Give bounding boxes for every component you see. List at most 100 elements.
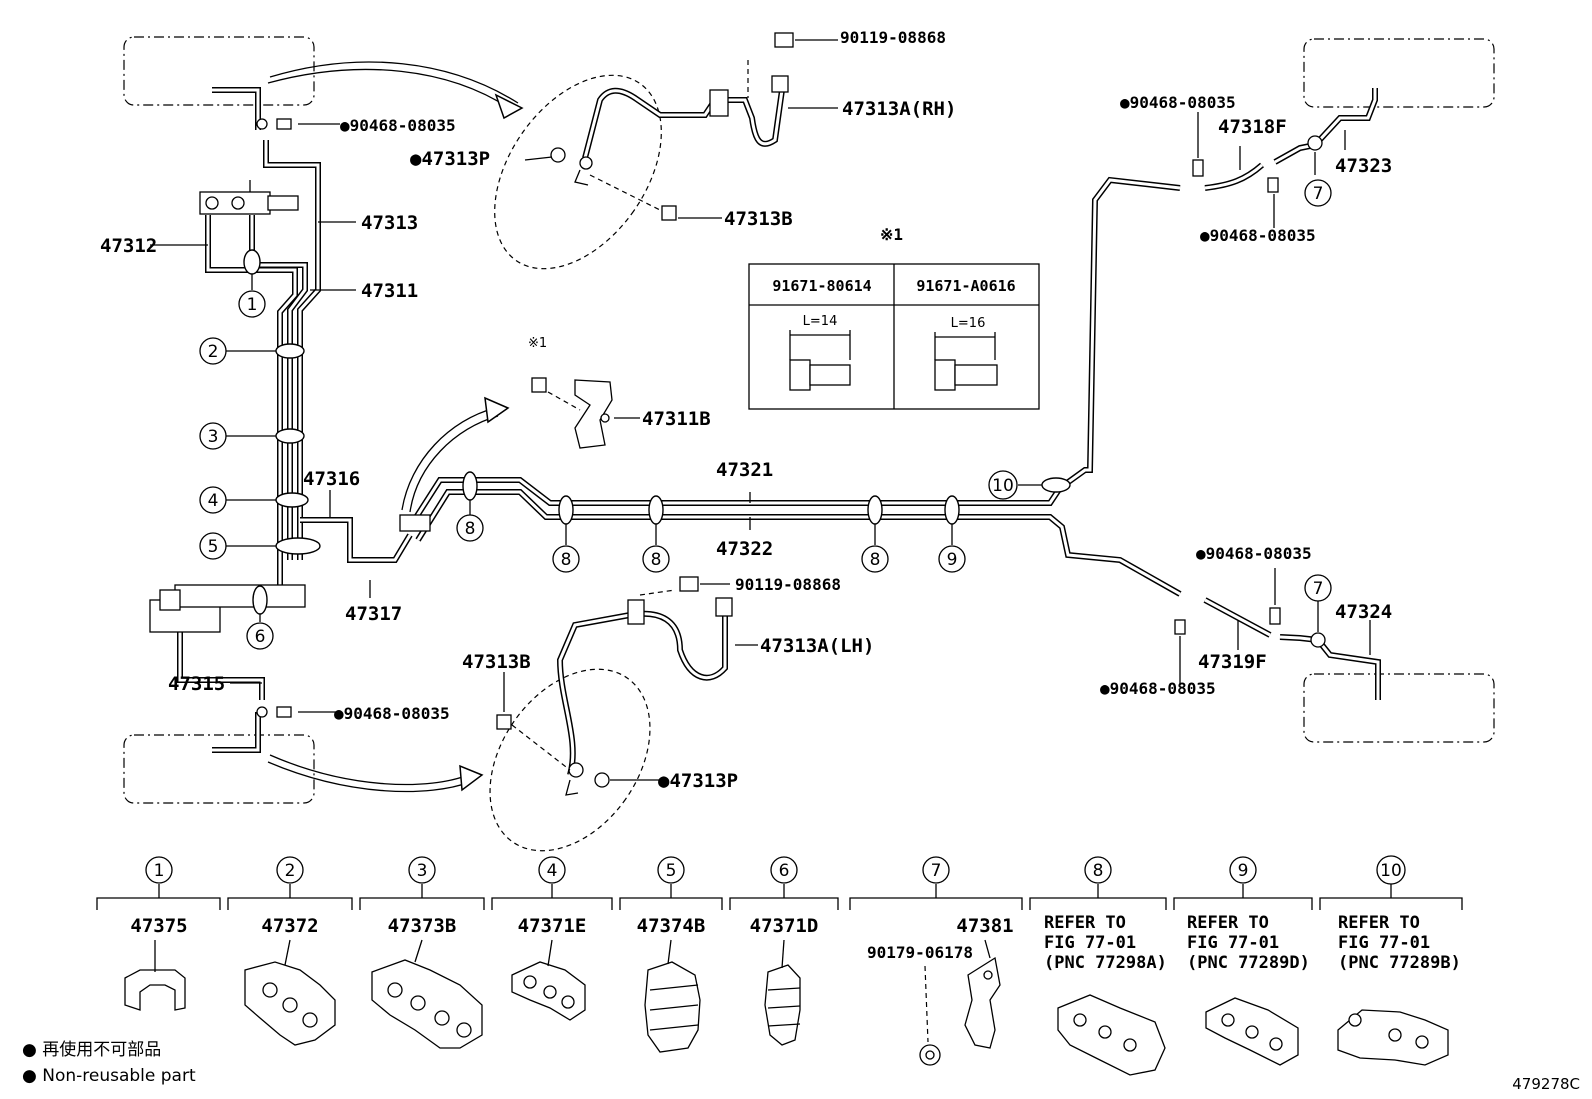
label-note1-bolt: ※1 bbox=[528, 336, 547, 351]
clamp-8 bbox=[648, 495, 664, 525]
clamp-8 bbox=[867, 495, 883, 525]
legend-part-90179: 90179-06178 bbox=[867, 943, 973, 962]
legend-part-47374B: 47374B bbox=[637, 915, 706, 937]
legend-ref-10-line2: FIG 77-01 bbox=[1338, 933, 1430, 953]
label-90468-rr-bot: ●90468-08035 bbox=[1200, 226, 1316, 245]
bottom-parts-legend: 1 2 3 4 5 6 7 8 9 10 47375 47372 47373B … bbox=[96, 855, 1463, 1076]
front-right-line-end bbox=[212, 87, 261, 130]
label-90119-bot: 90119-08868 bbox=[735, 575, 841, 594]
legend-ref-9-line2: FIG 77-01 bbox=[1187, 933, 1279, 953]
clamp-2 bbox=[275, 343, 305, 359]
legend-callout-7: 7 bbox=[922, 856, 950, 884]
front-left-line-end bbox=[212, 712, 261, 753]
label-47324: 47324 bbox=[1335, 601, 1392, 623]
svg-text:1: 1 bbox=[154, 861, 165, 881]
legend-callout-4: 4 bbox=[538, 856, 566, 884]
label-90468-fl: ●90468-08035 bbox=[334, 704, 450, 723]
bolt-table: 91671-80614 91671-A0616 L=14 L=16 bbox=[748, 263, 1040, 410]
rear-left-wheel-area bbox=[1303, 673, 1495, 743]
svg-text:1: 1 bbox=[247, 295, 258, 315]
clamp-8 bbox=[558, 495, 574, 525]
svg-text:4: 4 bbox=[208, 491, 219, 511]
legend-part-47372: 47372 bbox=[261, 915, 318, 937]
svg-text:8: 8 bbox=[561, 550, 572, 570]
bolt-icon bbox=[789, 359, 811, 391]
svg-text:9: 9 bbox=[1238, 861, 1249, 881]
legend-ref-9-line3: (PNC 77289D) bbox=[1187, 953, 1310, 973]
arrow-icon bbox=[401, 396, 510, 513]
legend-part-47373B: 47373B bbox=[388, 915, 457, 937]
label-47319F: 47319F bbox=[1198, 651, 1267, 673]
figure-number: 479278C bbox=[1512, 1075, 1580, 1093]
callout-8: 8 bbox=[642, 545, 670, 573]
label-90468-rl-top: ●90468-08035 bbox=[1196, 544, 1312, 563]
clamp-47371D-icon bbox=[764, 939, 801, 1046]
legend-part-47375: 47375 bbox=[130, 915, 187, 937]
main-pipe-bundle bbox=[177, 140, 413, 700]
arrow-icon bbox=[267, 61, 524, 120]
legend-part-47381: 47381 bbox=[956, 915, 1013, 937]
clamp-47374B-icon bbox=[644, 939, 701, 1053]
legend-callout-1: 1 bbox=[145, 856, 173, 884]
clamp-9 bbox=[944, 495, 960, 525]
nut-90179-icon bbox=[919, 965, 941, 1066]
label-47313B-top: 47313B bbox=[724, 208, 793, 230]
svg-text:8: 8 bbox=[870, 550, 881, 570]
svg-text:8: 8 bbox=[651, 550, 662, 570]
legend-part-47371E: 47371E bbox=[518, 915, 587, 937]
label-47311: 47311 bbox=[361, 280, 418, 302]
svg-text:7: 7 bbox=[931, 861, 942, 881]
label-47313P-bot: ●47313P bbox=[658, 770, 738, 792]
legend-callout-3: 3 bbox=[408, 856, 436, 884]
bolt-icon bbox=[934, 359, 956, 391]
svg-text:9: 9 bbox=[947, 550, 958, 570]
label-47317: 47317 bbox=[345, 603, 402, 625]
legend-ref-8-line1: REFER TO bbox=[1044, 913, 1126, 933]
callout-10: 10 bbox=[988, 470, 1018, 500]
clamp-10 bbox=[1041, 477, 1071, 493]
label-47316: 47316 bbox=[303, 468, 360, 490]
clamp-4 bbox=[275, 492, 309, 508]
svg-text:10: 10 bbox=[1380, 861, 1402, 881]
callout-1: 1 bbox=[238, 290, 266, 318]
svg-text:7: 7 bbox=[1313, 184, 1324, 204]
callout-8: 8 bbox=[552, 545, 580, 573]
label-90468-rl-bot: ●90468-08035 bbox=[1100, 679, 1216, 698]
clamp-47371E-icon bbox=[511, 939, 586, 1021]
rear-right-wheel-area bbox=[1303, 38, 1495, 108]
rear-left-flex-hose bbox=[1174, 597, 1381, 700]
callout-8: 8 bbox=[861, 545, 889, 573]
callout-7: 7 bbox=[1304, 179, 1332, 207]
svg-text:2: 2 bbox=[285, 861, 296, 881]
clamp-47372-icon bbox=[244, 939, 336, 1046]
callout-7: 7 bbox=[1304, 574, 1332, 602]
callout-8: 8 bbox=[456, 514, 484, 542]
legend-callout-5: 5 bbox=[657, 856, 685, 884]
label-47313B-bot: 47313B bbox=[462, 651, 531, 673]
label-47313A-LH: 47313A(LH) bbox=[760, 635, 874, 657]
legend-callout-10: 10 bbox=[1376, 855, 1406, 885]
bracket-47311B bbox=[531, 377, 613, 449]
clamp-1 bbox=[243, 249, 261, 275]
legend-callout-2: 2 bbox=[276, 856, 304, 884]
callout-5: 5 bbox=[199, 532, 227, 560]
callout-9: 9 bbox=[938, 545, 966, 573]
legend-callout-6: 6 bbox=[770, 856, 798, 884]
legend-ref-8-line3: (PNC 77298A) bbox=[1044, 953, 1167, 973]
callout-6: 6 bbox=[246, 622, 274, 650]
clamp-6 bbox=[252, 585, 268, 615]
svg-text:4: 4 bbox=[547, 861, 558, 881]
label-47313P-top: ●47313P bbox=[410, 148, 490, 170]
legend-part-47371D: 47371D bbox=[750, 915, 819, 937]
label-47321: 47321 bbox=[716, 459, 773, 481]
table-len-2: L=16 bbox=[951, 316, 986, 331]
legend-ref-8-line2: FIG 77-01 bbox=[1044, 933, 1136, 953]
label-90119-top: 90119-08868 bbox=[840, 28, 946, 47]
callout-4: 4 bbox=[199, 486, 227, 514]
svg-text:3: 3 bbox=[208, 427, 219, 447]
label-47312: 47312 bbox=[100, 235, 157, 257]
abs-actuator bbox=[149, 584, 306, 633]
svg-text:8: 8 bbox=[1093, 861, 1104, 881]
label-47318F: 47318F bbox=[1218, 116, 1287, 138]
